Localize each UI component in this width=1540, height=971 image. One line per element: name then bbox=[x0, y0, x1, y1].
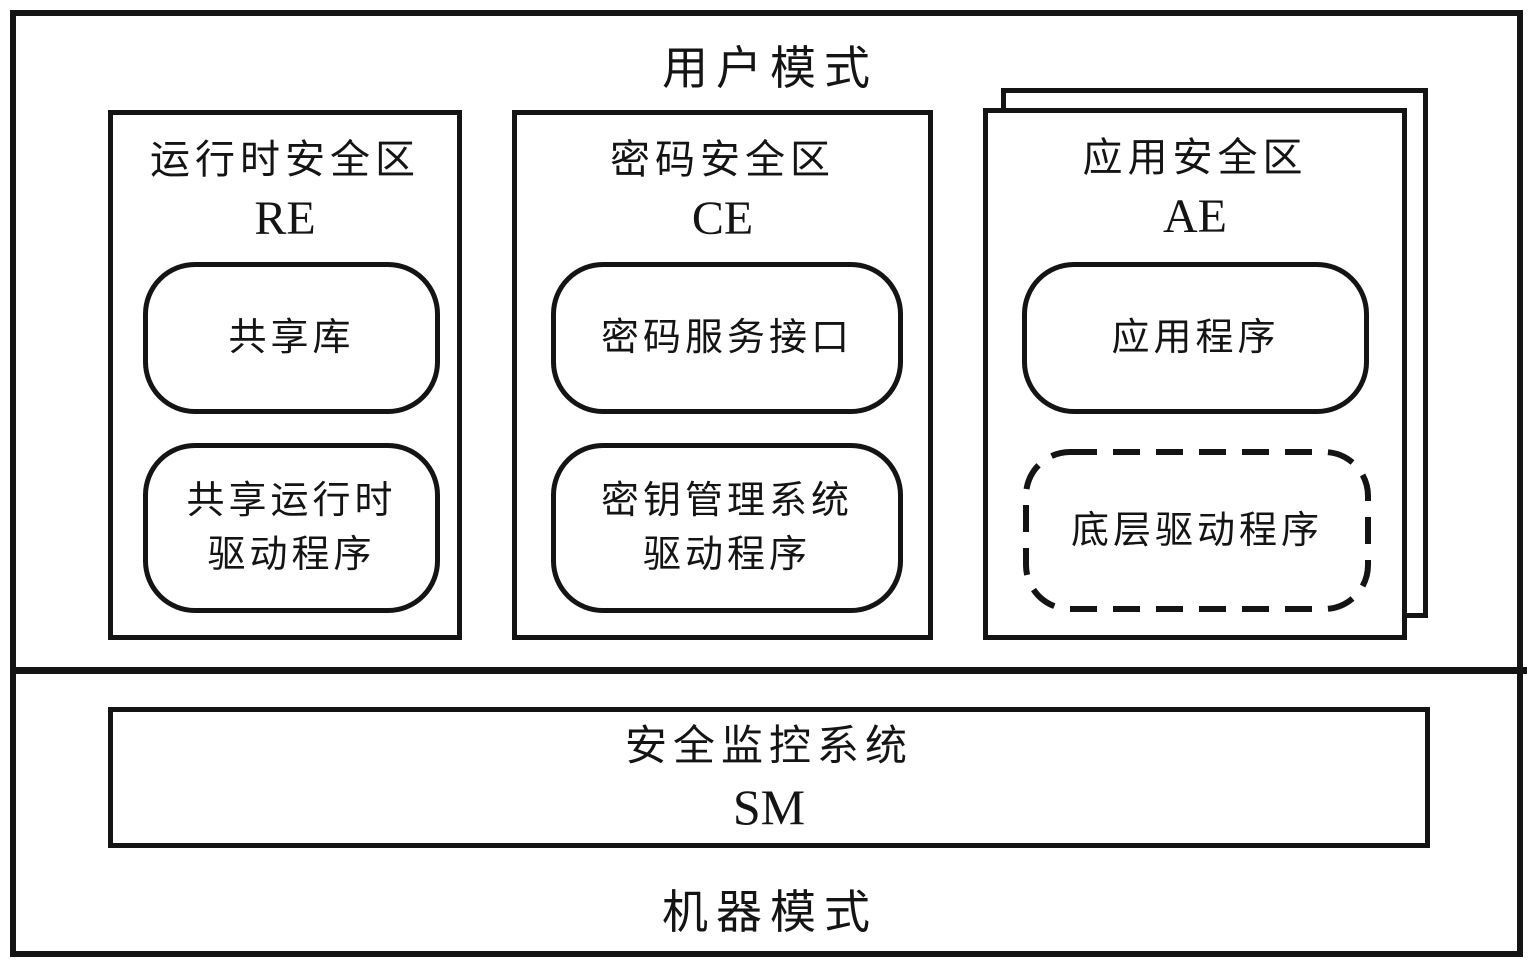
outer-frame bbox=[10, 10, 1523, 957]
mode-divider-line bbox=[13, 667, 1527, 674]
key-management-driver-label-line2: 驱动程序 bbox=[642, 534, 811, 576]
security-monitor-box: 安全监控系统 SM bbox=[108, 707, 1430, 848]
key-management-driver-box: 密钥管理系统 驱动程序 bbox=[551, 443, 903, 613]
shared-library-box: 共享库 bbox=[143, 262, 440, 414]
machine-mode-label: 机器模式 bbox=[662, 887, 878, 938]
crypto-service-interface-box: 密码服务接口 bbox=[551, 262, 903, 414]
zone-ae-title-text: 应用安全区 bbox=[1082, 135, 1308, 180]
dashed-border-outline bbox=[1023, 449, 1371, 612]
zone-crypto-ce: 密码安全区 CE 密码服务接口 密钥管理系统 驱动程序 bbox=[512, 110, 933, 640]
security-monitor-abbr: SM bbox=[732, 778, 806, 835]
low-level-driver-label: 底层驱动程序 bbox=[1070, 509, 1323, 552]
application-box: 应用程序 bbox=[1022, 262, 1369, 414]
zone-application-ae: 应用安全区 AE 应用程序 底层驱动程序 bbox=[983, 108, 1407, 640]
zone-ce-title: 密码安全区 CE bbox=[517, 115, 928, 249]
key-management-driver-label-line1: 密钥管理系统 bbox=[600, 480, 853, 522]
zone-re-title-text: 运行时安全区 bbox=[150, 137, 420, 182]
zone-re-title: 运行时安全区 RE bbox=[113, 115, 457, 249]
zone-runtime-re: 运行时安全区 RE 共享库 共享运行时 驱动程序 bbox=[108, 110, 462, 640]
zone-ce-title-text: 密码安全区 bbox=[610, 137, 835, 182]
user-mode-label: 用户模式 bbox=[662, 43, 878, 94]
shared-library-label: 共享库 bbox=[228, 317, 355, 359]
shared-runtime-driver-label-line1: 共享运行时 bbox=[186, 480, 397, 522]
application-label: 应用程序 bbox=[1111, 317, 1280, 359]
security-monitor-label: 安全监控系统 bbox=[624, 723, 913, 770]
zone-ce-abbr: CE bbox=[691, 192, 754, 245]
low-level-driver-box: 底层驱动程序 bbox=[1022, 448, 1372, 613]
zone-ae-abbr: AE bbox=[1163, 190, 1227, 243]
crypto-service-interface-label: 密码服务接口 bbox=[600, 317, 853, 359]
zone-ae-title: 应用安全区 AE bbox=[988, 113, 1402, 247]
shared-runtime-driver-label-line2: 驱动程序 bbox=[207, 534, 376, 576]
zone-re-abbr: RE bbox=[254, 192, 316, 245]
shared-runtime-driver-box: 共享运行时 驱动程序 bbox=[143, 443, 440, 613]
